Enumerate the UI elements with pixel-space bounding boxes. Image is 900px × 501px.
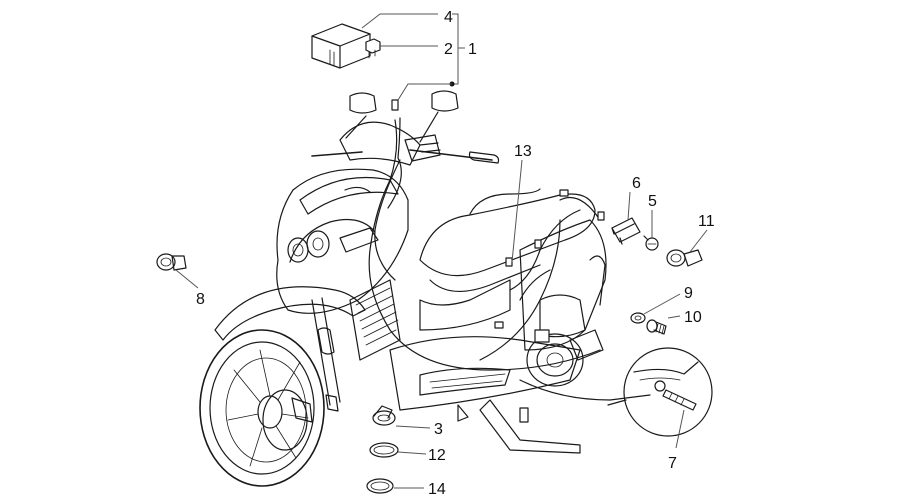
scooter-illustration (199, 90, 651, 487)
callout-11: 11 (698, 213, 715, 230)
callout-8: 8 (196, 291, 205, 308)
front-fork (311, 297, 341, 412)
relay-box (519, 407, 529, 423)
callout-1: 1 (468, 41, 477, 58)
detail-circle-7 (607, 347, 713, 437)
floorboard (389, 336, 581, 411)
callout-labels: 4 2 1 13 6 5 11 8 9 10 3 12 14 7 (196, 9, 715, 498)
callout-3: 3 (434, 421, 443, 438)
part-12-ring (369, 442, 399, 458)
front-wheel (199, 329, 325, 487)
part-3-clamp (372, 405, 396, 426)
callout-7: 7 (668, 455, 677, 472)
handlebar (311, 90, 500, 166)
part-9-washer (630, 312, 646, 324)
grille (355, 287, 399, 346)
part-10-bolt (646, 319, 667, 335)
part-11-clamp (666, 249, 703, 267)
callout-9: 9 (684, 285, 693, 302)
seat (419, 188, 596, 331)
part-4-control-unit (311, 23, 371, 69)
callout-12: 12 (428, 447, 446, 464)
part-8-clamp (156, 253, 187, 271)
callout-4: 4 (444, 9, 453, 26)
part-6-clip (611, 217, 641, 245)
part-5-screw (643, 235, 659, 251)
callout-5: 5 (648, 193, 657, 210)
callout-6: 6 (632, 175, 641, 192)
callout-2: 2 (444, 41, 453, 58)
leader-lines (175, 13, 708, 489)
part-14-ring (366, 478, 394, 494)
callout-14: 14 (428, 481, 446, 498)
callout-13: 13 (514, 143, 532, 160)
part-2-fuse (365, 38, 381, 59)
callout-10: 10 (684, 309, 702, 326)
wiring-harness (368, 99, 651, 401)
front-shield (276, 168, 409, 314)
